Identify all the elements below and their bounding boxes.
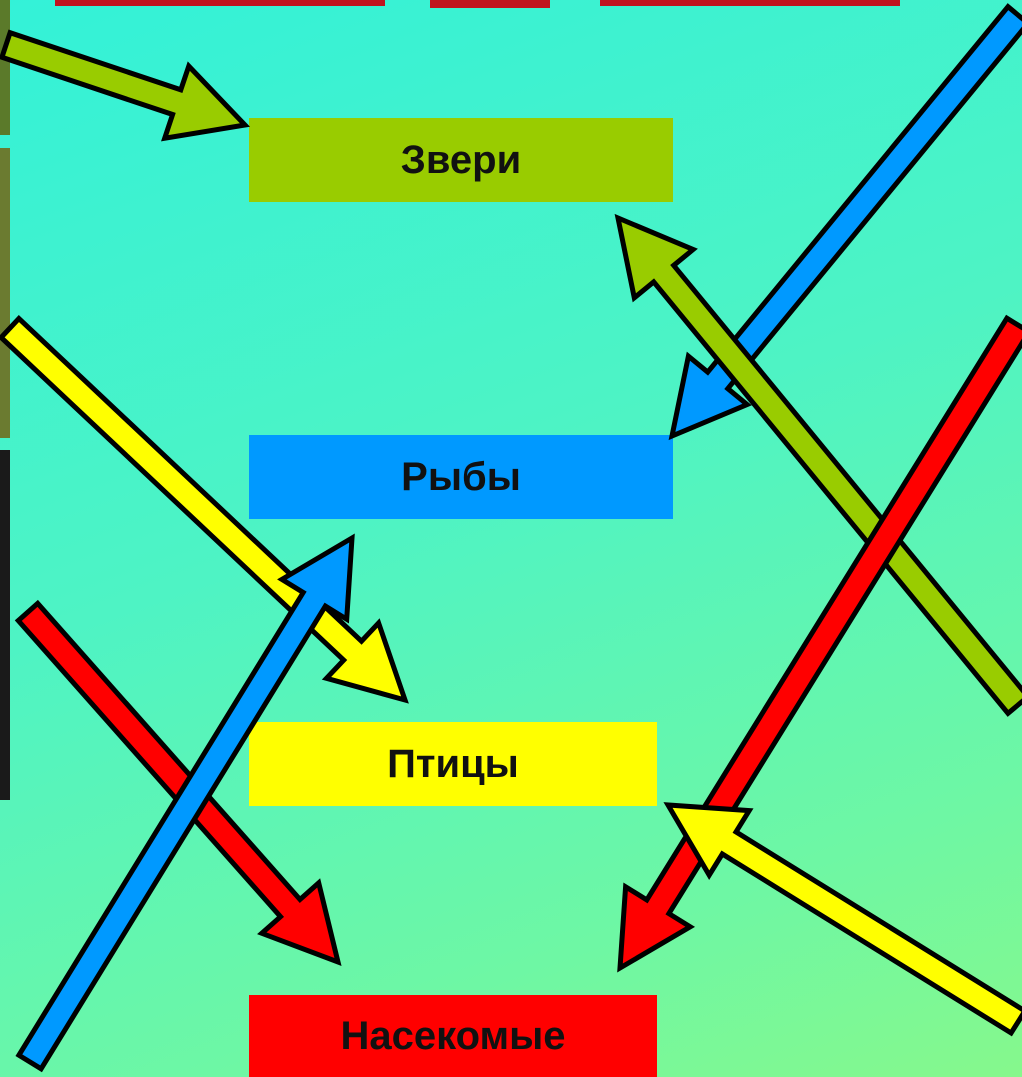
category-label-ptitsy: Птицы [387,741,519,786]
title-fragment-mark [430,0,550,8]
arrow-to-zveri-0 [0,29,251,142]
title-fragment-mark [600,0,900,6]
arrow-to-ryby-7 [15,533,355,1073]
category-label-nasekomye: Насекомые [340,1013,566,1058]
photo-edge-top [0,0,10,135]
arrow-to-ryby-1 [668,3,1022,441]
category-box-zveri: Звери [249,118,673,202]
arrow-to-nasekomye-6 [14,599,342,967]
category-label-ryby: Рыбы [401,454,521,499]
category-box-ryby: Рыбы [249,435,673,519]
photo-edge-bottom [0,450,10,800]
arrow-to-nasekomye-4 [617,314,1022,973]
title-fragment-mark [55,0,385,6]
category-box-nasekomye: Насекомые [249,995,657,1077]
title-fragment [0,0,1022,14]
arrow-to-ptitsy-5 [663,802,1022,1037]
category-box-ptitsy: Птицы [249,722,657,806]
photo-edge-middle [0,148,10,438]
title-fragment-shapes [55,0,900,8]
arrow-to-zveri-2 [614,213,1022,717]
category-label-zveri: Звери [400,137,522,182]
